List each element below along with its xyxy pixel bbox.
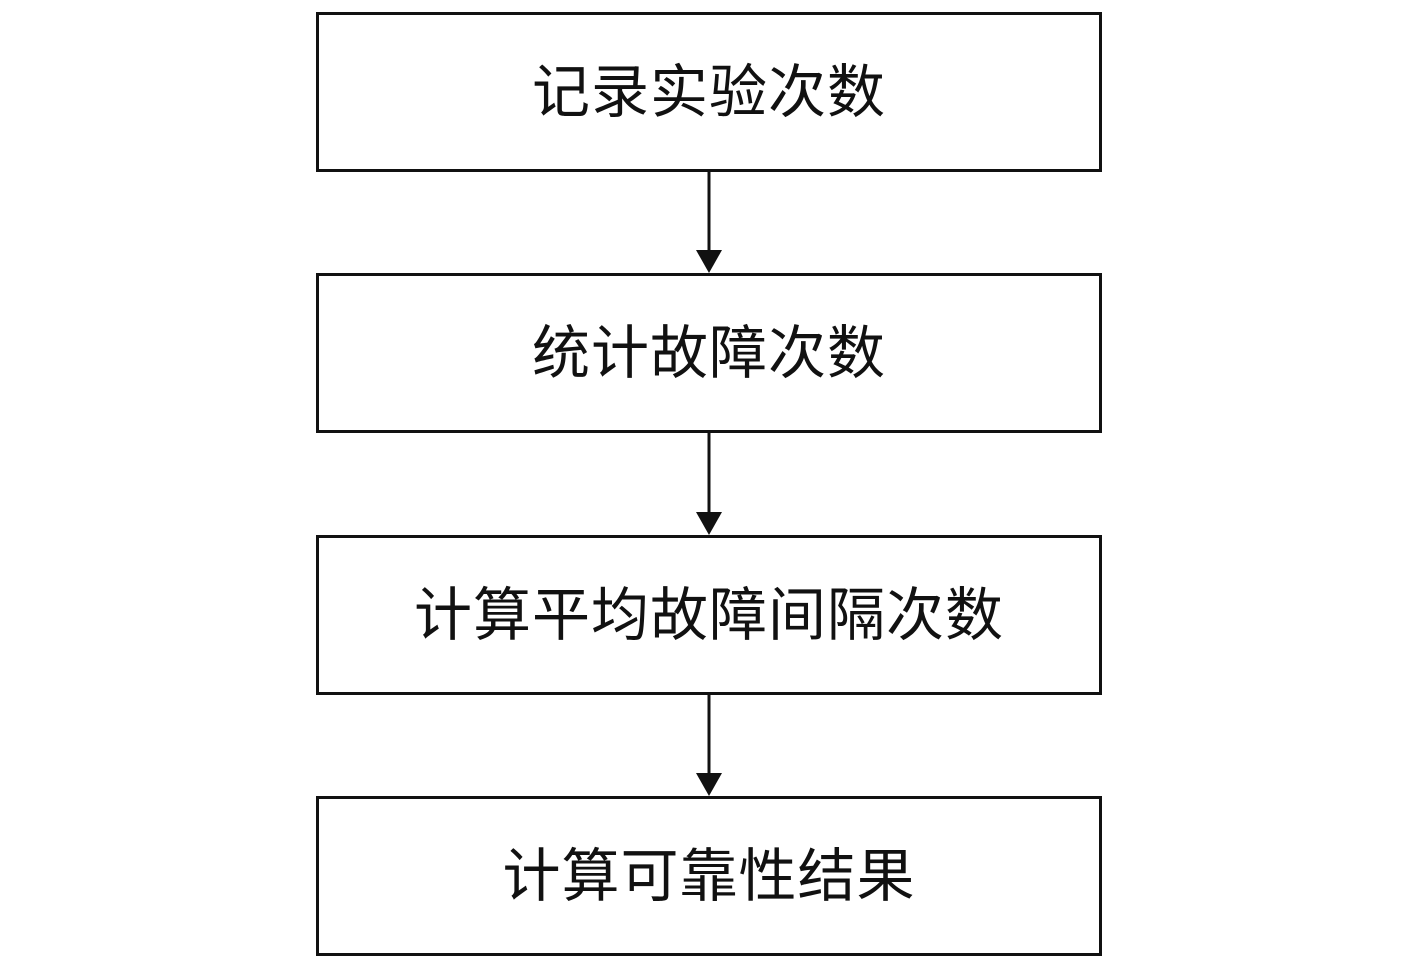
step-box-record-experiments: 记录实验次数 bbox=[316, 12, 1102, 172]
step-label: 记录实验次数 bbox=[531, 58, 886, 126]
step-label: 计算可靠性结果 bbox=[502, 842, 916, 910]
arrow-1-to-2 bbox=[696, 172, 722, 273]
step-label: 统计故障次数 bbox=[531, 319, 886, 387]
step-box-count-failures: 统计故障次数 bbox=[316, 273, 1102, 433]
arrow-3-to-4 bbox=[696, 695, 722, 796]
step-box-mean-failure-interval: 计算平均故障间隔次数 bbox=[316, 535, 1102, 695]
step-box-reliability-result: 计算可靠性结果 bbox=[316, 796, 1102, 956]
arrow-2-to-3 bbox=[696, 433, 722, 535]
step-label: 计算平均故障间隔次数 bbox=[413, 581, 1004, 649]
